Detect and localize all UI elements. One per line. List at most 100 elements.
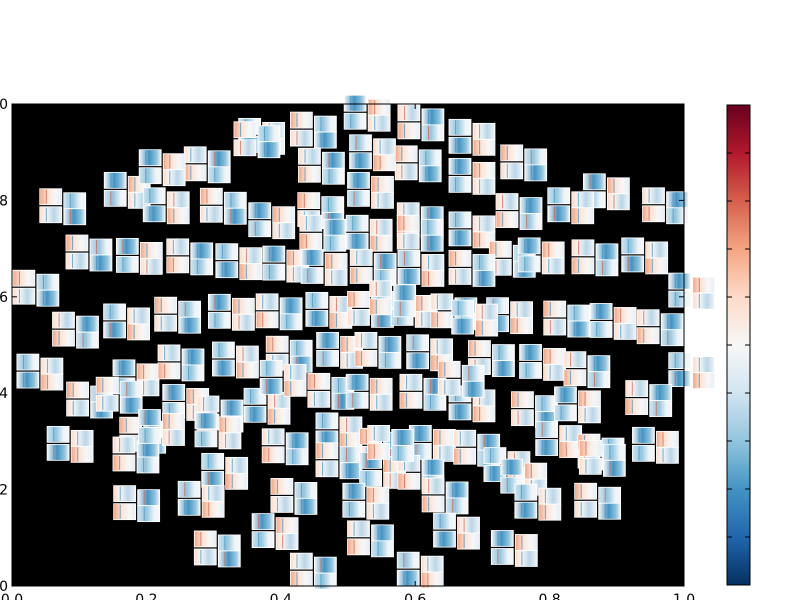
sensor-panel xyxy=(313,115,337,133)
sensor-panel xyxy=(212,359,235,377)
sensor-panel xyxy=(345,373,369,391)
sensor-panel xyxy=(265,335,289,353)
colorbar-ticks xyxy=(727,152,750,538)
sensor-panel xyxy=(437,360,461,378)
sensor-panel xyxy=(103,303,126,321)
sensor-tile xyxy=(574,482,622,520)
sensor-panel xyxy=(371,540,394,558)
sensor-panel xyxy=(239,263,263,281)
sensor-panel xyxy=(183,164,207,182)
sensor-panel xyxy=(233,121,257,139)
sensor-panel xyxy=(595,243,619,261)
sensor-tile xyxy=(142,187,190,225)
sensor-panel xyxy=(294,498,318,515)
sensor-panel xyxy=(289,339,313,357)
y-tick-label: 0.8 xyxy=(0,193,8,209)
sensor-tile xyxy=(554,386,601,424)
sensor-panel xyxy=(451,317,475,335)
sensor-tile xyxy=(369,280,417,318)
sensor-panel xyxy=(112,436,136,454)
sensor-panel xyxy=(39,206,63,224)
sensor-tile xyxy=(113,485,161,523)
sensor-panel xyxy=(289,570,313,588)
sensor-panel xyxy=(89,254,113,272)
sensor-panel xyxy=(642,187,665,205)
sensor-panel xyxy=(248,202,272,220)
sensor-tile xyxy=(115,237,163,275)
sensor-panel xyxy=(154,296,178,314)
sensor-panel xyxy=(510,301,534,319)
sensor-panel xyxy=(396,551,420,569)
sensor-tile xyxy=(207,293,255,331)
sensor-tile xyxy=(343,94,391,132)
sensor-tile xyxy=(112,436,160,474)
sensor-panel xyxy=(138,409,161,426)
sensor-panel xyxy=(289,111,313,129)
sensor-panel xyxy=(261,428,285,446)
sensor-panel xyxy=(587,355,611,373)
sensor-panel xyxy=(223,207,247,225)
sensor-panel xyxy=(39,188,63,206)
sensor-tile xyxy=(300,249,348,286)
sensor-panel xyxy=(261,446,285,464)
sensor-panel xyxy=(500,162,524,180)
sensor-panel xyxy=(645,241,669,259)
sensor-panel xyxy=(432,428,456,446)
sensor-panel xyxy=(421,458,445,476)
sensor-panel xyxy=(251,513,275,531)
sensor-panel xyxy=(339,446,363,464)
sensor-panel xyxy=(457,516,480,534)
sensor-panel xyxy=(636,309,660,327)
sensor-panel xyxy=(448,157,472,175)
sensor-panel xyxy=(492,344,515,361)
sensor-panel xyxy=(538,503,562,521)
sensor-panel xyxy=(369,218,393,236)
sensor-panel xyxy=(218,416,242,434)
sensor-tile xyxy=(563,351,611,389)
sensor-panel xyxy=(103,321,126,339)
sensor-tile xyxy=(500,144,548,182)
sensor-panel xyxy=(394,163,418,181)
sensor-panel xyxy=(448,175,472,193)
sensor-panel xyxy=(201,452,225,470)
sensor-panel xyxy=(393,300,417,318)
sensor-panel xyxy=(243,405,267,423)
sensor-panel xyxy=(514,501,538,519)
sensor-panel xyxy=(207,150,231,168)
sensor-panel xyxy=(574,500,598,518)
sensor-tile xyxy=(448,250,496,287)
sensor-tile xyxy=(349,134,396,172)
sensor-panel xyxy=(396,232,420,250)
sensor-tile xyxy=(490,530,538,567)
sensor-panel xyxy=(524,148,548,166)
sensor-panel xyxy=(298,147,321,165)
sensor-tile xyxy=(345,373,393,411)
sensor-panel xyxy=(52,329,75,347)
sensor-tile xyxy=(347,171,394,209)
sensor-panel xyxy=(162,384,186,401)
sensor-tile xyxy=(367,424,415,462)
sensor-panel xyxy=(445,481,469,499)
sensor-panel xyxy=(399,373,423,391)
sensor-panel xyxy=(519,213,543,230)
sensor-tile xyxy=(397,104,445,142)
sensor-tile xyxy=(166,238,214,276)
sensor-panel xyxy=(421,254,445,271)
sensor-tile xyxy=(448,157,496,195)
x-tick-label: 0.8 xyxy=(538,592,560,600)
sensor-panel xyxy=(248,220,272,238)
sensor-panel xyxy=(606,177,630,195)
sensor-panel xyxy=(535,421,559,438)
sensor-panel xyxy=(668,370,692,388)
sensor-panel xyxy=(430,311,454,329)
sensor-panel xyxy=(367,424,391,442)
sensor-panel xyxy=(345,391,369,409)
sensor-tile xyxy=(354,331,402,369)
sensor-panel xyxy=(223,191,247,209)
sensor-panel xyxy=(371,524,394,542)
sensor-panel xyxy=(136,456,160,474)
sensor-panel xyxy=(421,108,445,126)
sensor-panel xyxy=(451,299,475,317)
y-tick-label: 0.0 xyxy=(0,579,8,595)
